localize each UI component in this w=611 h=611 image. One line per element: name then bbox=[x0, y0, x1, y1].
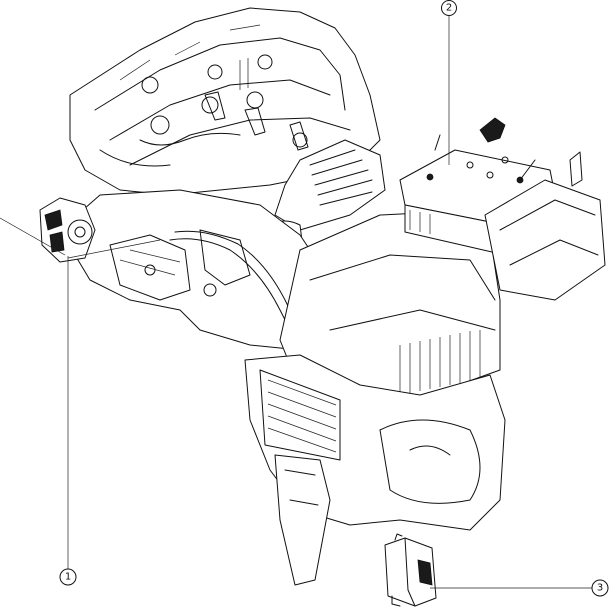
leader-line-1a bbox=[0, 217, 66, 256]
leader-line-1b bbox=[67, 239, 161, 259]
drive-shaft bbox=[274, 454, 331, 586]
callout-3-circle bbox=[591, 579, 609, 597]
leader-lines bbox=[0, 16, 592, 589]
callout-1-circle bbox=[59, 568, 77, 586]
fuse-box bbox=[484, 151, 606, 301]
component-3-module bbox=[384, 533, 437, 607]
callout-1-label: 1 bbox=[65, 572, 71, 583]
callout-3-label: 3 bbox=[597, 583, 603, 594]
engine-cylinder-head bbox=[69, 7, 381, 196]
callout-2-circle bbox=[441, 0, 457, 16]
component-1-sensor bbox=[39, 197, 96, 263]
callout-1: 1 bbox=[59, 568, 77, 586]
callout-2-label: 2 bbox=[446, 3, 452, 14]
callout-3: 3 bbox=[591, 579, 609, 597]
callout-2: 2 bbox=[441, 0, 457, 16]
